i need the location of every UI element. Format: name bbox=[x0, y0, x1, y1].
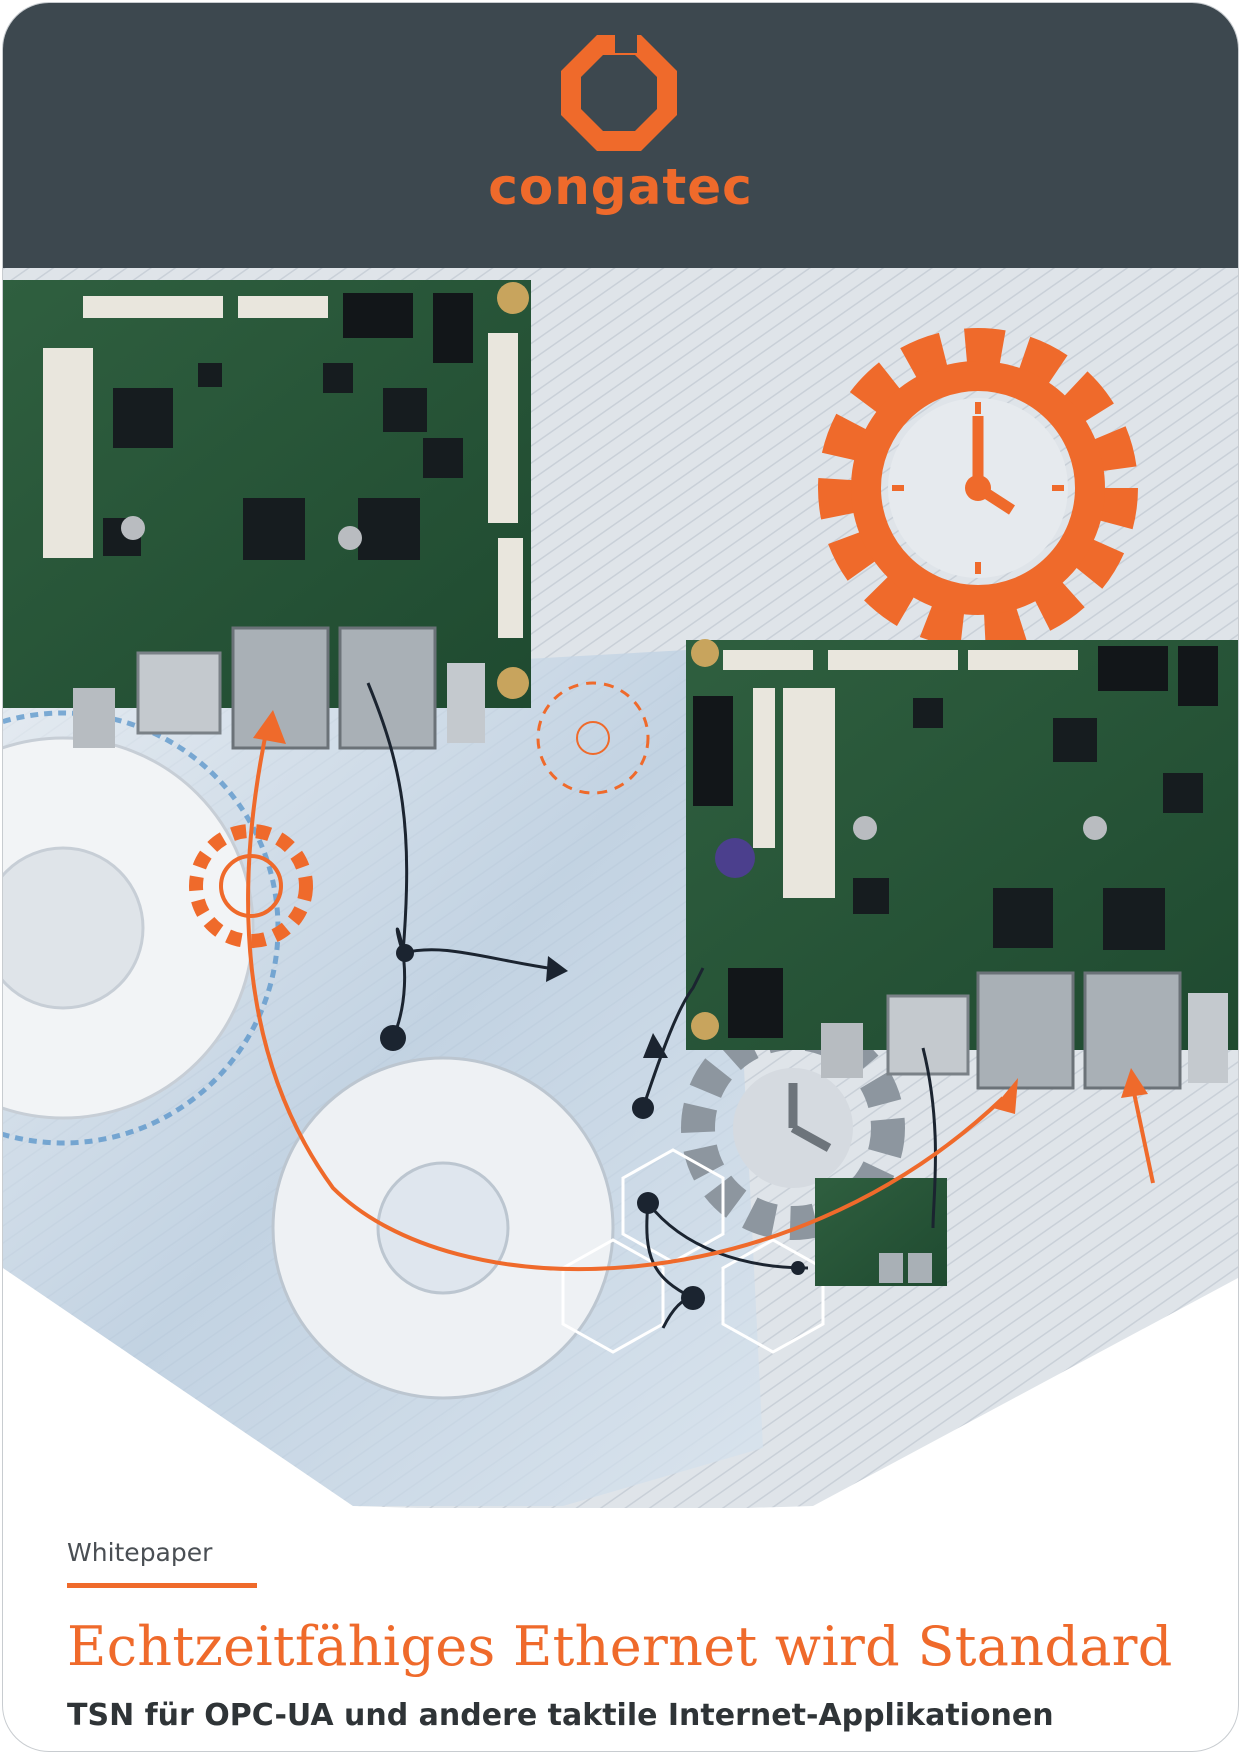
network-arrow-icon bbox=[246, 722, 1005, 1271]
congatec-logo-icon bbox=[561, 31, 677, 151]
whitepaper-cover: congatec bbox=[3, 3, 1238, 1751]
gear-icon bbox=[536, 681, 650, 795]
embedded-board-image bbox=[815, 1178, 947, 1286]
embedded-board-image bbox=[3, 280, 531, 750]
cover-artwork bbox=[3, 268, 1238, 1508]
brand-header: congatec bbox=[3, 3, 1238, 268]
brand-name: congatec bbox=[488, 158, 753, 216]
embedded-board-image bbox=[686, 639, 1238, 1090]
gear-icon bbox=[271, 1056, 615, 1400]
gear-icon bbox=[681, 1016, 905, 1240]
accent-divider bbox=[67, 1583, 257, 1588]
gear-icon bbox=[3, 736, 255, 1120]
network-arrow-icon bbox=[366, 682, 937, 1329]
gear-clock-icon bbox=[818, 328, 1138, 648]
page-subtitle: TSN für OPC-UA und andere taktile Intern… bbox=[67, 1698, 1054, 1733]
page-title: Echtzeitfähiges Ethernet wird Standard bbox=[67, 1615, 1173, 1678]
document-type-label: Whitepaper bbox=[67, 1538, 213, 1567]
